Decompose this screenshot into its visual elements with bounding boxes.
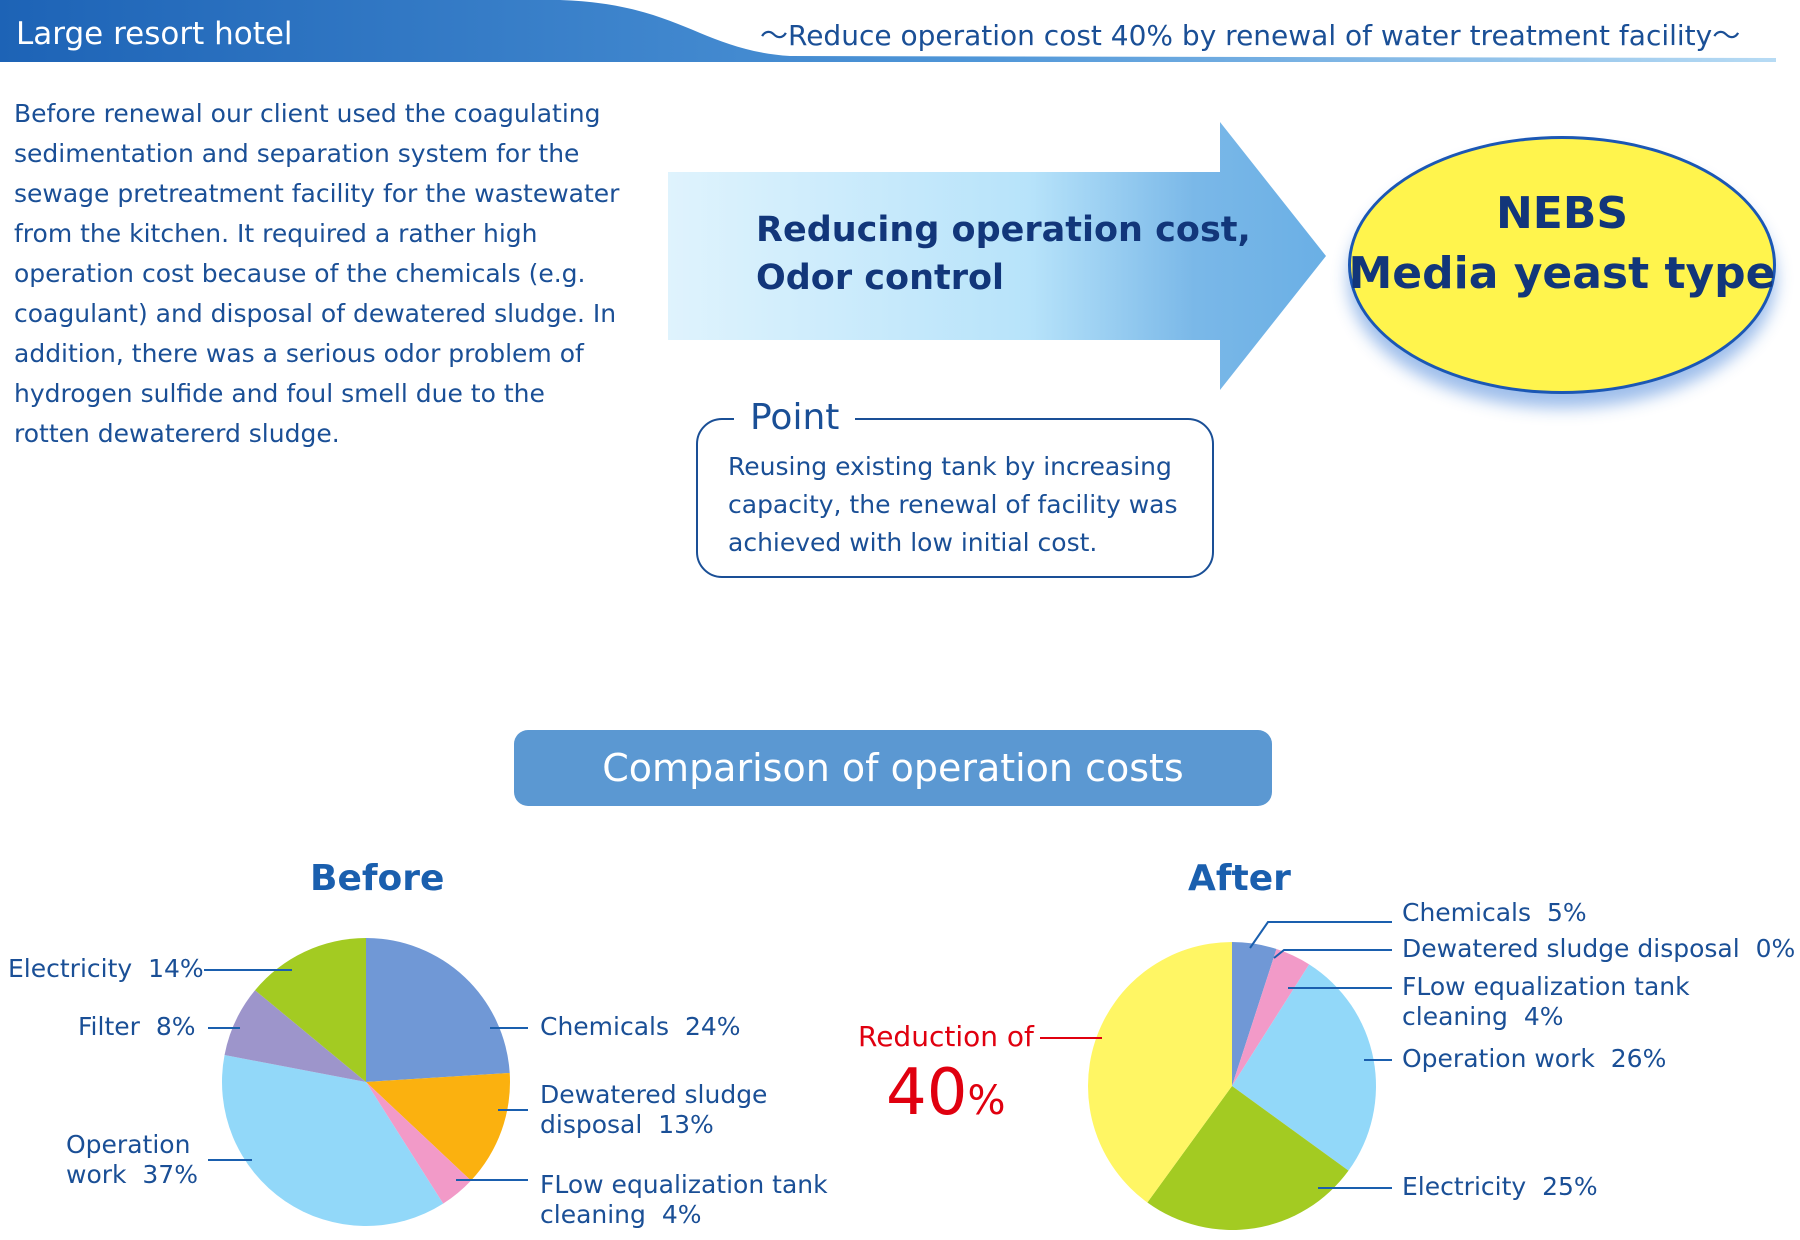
nebs-text-line1: NEBS xyxy=(1495,188,1629,239)
point-text: Reusing existing tank by increasing capa… xyxy=(728,452,1178,557)
nebs-text-line2: Media yeast type xyxy=(1348,248,1776,299)
before-slice-chemicals xyxy=(366,938,510,1082)
after-label-operation: Operation work 26% xyxy=(1402,1044,1667,1073)
point-title: Point xyxy=(734,396,856,440)
header-band: Large resort hotel 〜Reduce operation cos… xyxy=(0,0,1800,70)
leader-after-sludge xyxy=(1273,949,1392,959)
before-label-sludge: Dewatered sludge disposal 13% xyxy=(540,1080,768,1139)
leader-after-chemicals xyxy=(1249,921,1392,949)
after-slice-operation-work xyxy=(1232,964,1376,1171)
before-slice-operation-work xyxy=(221,1055,444,1226)
nebs-ellipse xyxy=(1348,136,1776,394)
before-label-filter: Filter 8% xyxy=(78,1012,196,1041)
page-title: Large resort hotel xyxy=(16,16,293,52)
leader-lines xyxy=(204,921,1392,1189)
after-slice-flow-equalization-tank-cleaning xyxy=(1232,949,1310,1086)
before-label-chemicals: Chemicals 24% xyxy=(540,1012,741,1041)
before-slice-filter xyxy=(224,990,366,1082)
header-background xyxy=(0,0,1776,62)
arrow-text: Reducing operation cost, Odor control xyxy=(756,206,1251,302)
before-slice-dewatered-sludge-disposal xyxy=(366,1072,510,1181)
after-slice-chemicals xyxy=(1232,942,1277,1086)
comparison-banner: Comparison of operation costs xyxy=(514,730,1272,806)
reduction-label: Reduction of xyxy=(858,1020,1034,1053)
nebs-text: NEBS Media yeast type xyxy=(1348,184,1776,304)
reduction-value: 40% xyxy=(886,1058,1005,1136)
after-label-flow: FLow equalization tank cleaning 4% xyxy=(1402,972,1690,1031)
after-pie xyxy=(1087,942,1376,1231)
reduction-number: 40 xyxy=(886,1056,968,1130)
before-label-flow: FLow equalization tank cleaning 4% xyxy=(540,1170,828,1229)
before-label-operation: Operation work 37% xyxy=(66,1130,198,1189)
reduction-unit: % xyxy=(967,1078,1006,1124)
before-slice-electricity xyxy=(255,938,366,1082)
after-slice-electricity xyxy=(1147,1086,1349,1231)
before-label-electricity: Electricity 14% xyxy=(8,954,204,983)
after-label-sludge: Dewatered sludge disposal 0% xyxy=(1402,934,1796,963)
intro-text: Before renewal our client used the coagu… xyxy=(14,99,620,448)
page-subtitle: 〜Reduce operation cost 40% by renewal of… xyxy=(760,19,1741,52)
before-pie xyxy=(221,938,510,1226)
intro-paragraph: Before renewal our client used the coagu… xyxy=(14,94,624,454)
arrow-graphic xyxy=(668,122,1326,390)
after-label-electricity: Electricity 25% xyxy=(1402,1172,1598,1201)
point-box xyxy=(696,418,1214,578)
arrow-text-line1: Reducing operation cost, xyxy=(756,210,1251,250)
arrow-text-line2: Odor control xyxy=(756,258,1005,298)
after-chart-title: After xyxy=(1188,858,1291,899)
before-chart-title: Before xyxy=(310,858,445,899)
after-slice-reduction xyxy=(1087,942,1232,1203)
before-slice-flow-equalization-tank-cleaning xyxy=(366,1082,471,1204)
after-label-chemicals: Chemicals 5% xyxy=(1402,898,1587,927)
